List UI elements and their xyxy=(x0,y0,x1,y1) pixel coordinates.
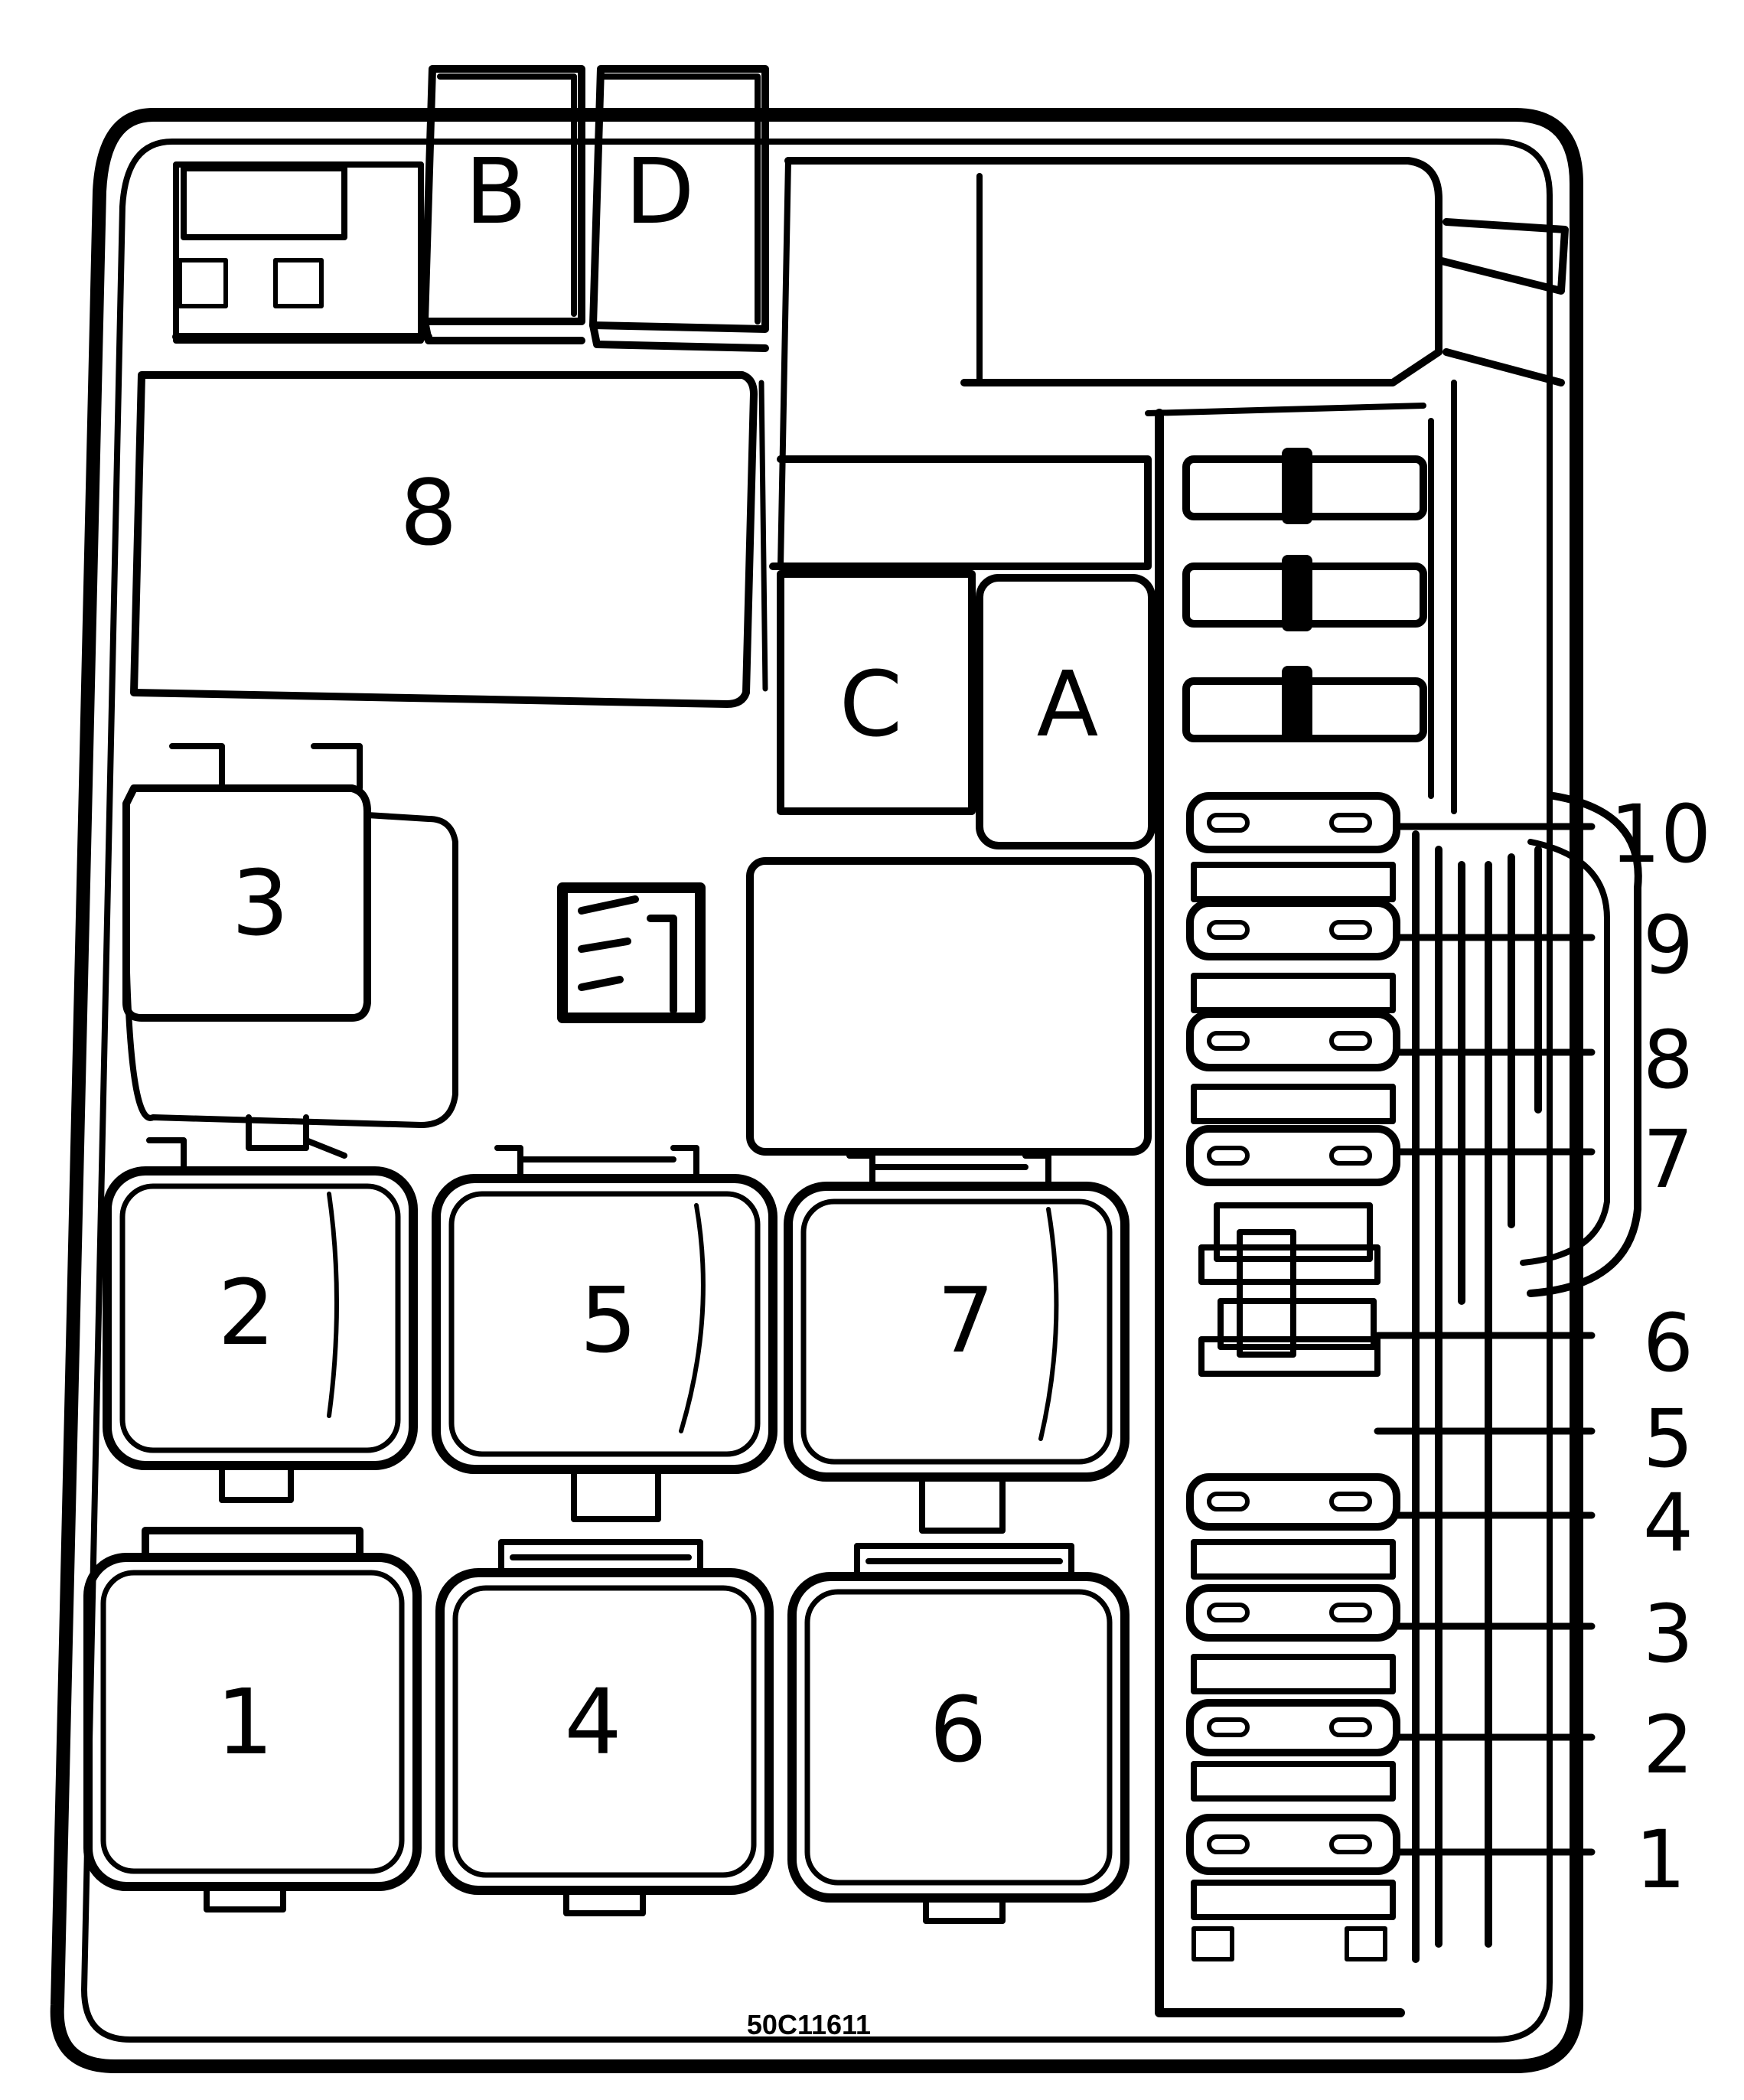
relay-4: 4 xyxy=(435,1539,774,1916)
figure-code: 50C11611 xyxy=(747,2009,871,2040)
fuse-callout-10: 10 xyxy=(1610,788,1711,881)
fuse-callout-6: 6 xyxy=(1643,1296,1693,1390)
relay-6-label: 6 xyxy=(929,1677,986,1782)
relay-1-label: 1 xyxy=(216,1669,273,1775)
relay-5: 5 xyxy=(432,1145,777,1522)
fuse-callout-5: 5 xyxy=(1643,1392,1693,1485)
top-fuse-sockets xyxy=(1182,448,1427,742)
relay-3: 3 xyxy=(122,743,458,1151)
relay-2: 2 xyxy=(103,1137,418,1503)
top-left-connector xyxy=(172,161,432,344)
relay-c-label: C xyxy=(839,651,902,757)
fuse-callout-7: 7 xyxy=(1643,1113,1693,1206)
housing-outline xyxy=(50,108,1642,2073)
relay-3-label: 3 xyxy=(231,850,288,956)
fuse-callouts: 10 9 8 7 6 5 4 3 2 1 xyxy=(1610,788,1711,1906)
center-connector xyxy=(557,882,706,1023)
fuse-callout-3: 3 xyxy=(1643,1587,1693,1681)
relay-2-label: 2 xyxy=(217,1260,275,1365)
blade-fuses xyxy=(1186,792,1400,1961)
relay-b: B xyxy=(421,65,585,344)
fuse-callout-9: 9 xyxy=(1643,898,1693,992)
top-right-block xyxy=(769,157,1442,570)
fuse-callout-4: 4 xyxy=(1643,1476,1693,1570)
relay-d-label: D xyxy=(625,139,695,244)
relay-7-label: 7 xyxy=(937,1267,994,1373)
callout-leaders xyxy=(1374,823,1596,1856)
relay-5-label: 5 xyxy=(579,1267,637,1373)
center-block xyxy=(746,857,1152,1156)
block-8: 8 xyxy=(130,371,768,708)
relay-7: 7 xyxy=(784,1153,1130,1534)
relay-b-label: B xyxy=(465,139,527,244)
relay-6: 6 xyxy=(787,1543,1130,1924)
fuse-callout-2: 2 xyxy=(1643,1698,1693,1792)
block-8-label: 8 xyxy=(399,460,457,566)
relay-d: D xyxy=(589,65,769,352)
relay-4-label: 4 xyxy=(564,1669,621,1775)
relay-a: A xyxy=(976,574,1156,849)
relay-c: C xyxy=(777,570,976,815)
fuse-column xyxy=(1155,380,1542,2017)
relay-1: 1 xyxy=(83,1527,422,1912)
fuse-callout-8: 8 xyxy=(1643,1013,1693,1107)
relay-a-label: A xyxy=(1037,651,1099,757)
fuse-callout-1: 1 xyxy=(1635,1813,1686,1906)
